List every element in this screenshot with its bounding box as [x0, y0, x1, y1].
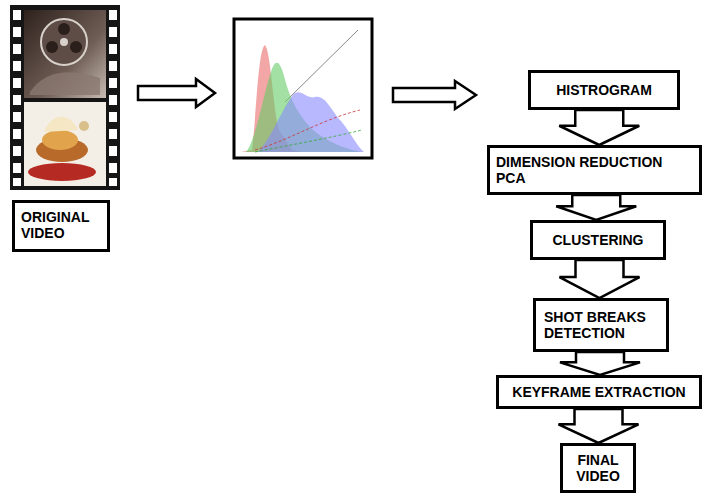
food-frame	[24, 102, 106, 186]
film-strip	[10, 5, 120, 190]
box-label: DIMENSION REDUCTION PCA	[496, 154, 676, 186]
process-box: FINAL VIDEO	[560, 443, 636, 493]
process-box: CLUSTERING	[530, 220, 666, 260]
sprocket-holes	[13, 10, 117, 186]
flow-arrow	[559, 409, 639, 443]
process-box: SHOT BREAKS DETECTION	[533, 298, 669, 352]
flow-arrow	[560, 260, 640, 298]
blue-histogram	[258, 92, 364, 152]
box-label: ORIGINAL VIDEO	[21, 209, 101, 241]
process-box: ORIGINAL VIDEO	[12, 200, 110, 252]
process-box: KEYFRAME EXTRACTION	[496, 375, 702, 409]
process-box: HISTROGRAM	[528, 70, 680, 110]
film-reel	[41, 19, 87, 65]
reel-frame	[24, 10, 106, 98]
box-label: SHOT BREAKS DETECTION	[544, 309, 656, 341]
strip-body	[10, 5, 120, 190]
flow-arrow	[556, 195, 636, 220]
block-arrow	[393, 81, 476, 109]
flow-arrow	[560, 352, 640, 375]
box-label: KEYFRAME EXTRACTION	[512, 384, 685, 400]
histogram-picture	[234, 19, 372, 158]
process-box: DIMENSION REDUCTION PCA	[487, 145, 702, 195]
box-label: CLUSTERING	[553, 232, 644, 248]
block-arrow	[138, 79, 215, 107]
histogram-frame	[234, 19, 372, 158]
flow-arrow	[559, 110, 639, 145]
box-label: FINAL VIDEO	[570, 452, 626, 484]
box-label: HISTROGRAM	[556, 82, 652, 98]
diagonal-line	[285, 30, 358, 102]
